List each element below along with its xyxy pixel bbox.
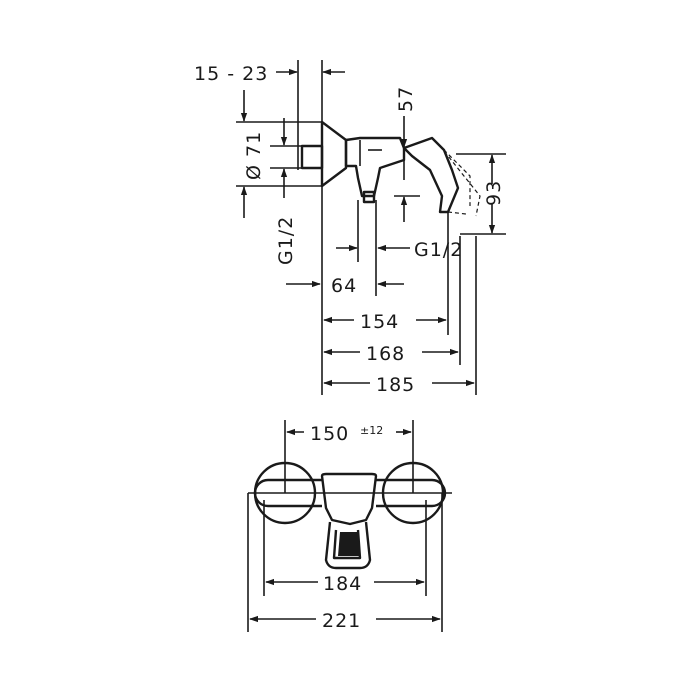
front-view: 150 ±12 184 221	[247, 420, 452, 632]
dim-width-total: 221	[322, 610, 361, 632]
dim-width-inner: 184	[323, 573, 362, 595]
dim-thread-right: G1/2	[414, 239, 463, 261]
side-view: 15 - 23 Ø 71 G1/2 57 93 G1/2 6	[194, 60, 506, 396]
dim-connection-diameter: Ø 71	[243, 131, 265, 180]
dim-length-total: 185	[376, 374, 415, 396]
dim-length-mid: 168	[366, 343, 405, 365]
dim-thread-left: G1/2	[275, 216, 297, 265]
dim-outlet-distance: 64	[331, 275, 357, 297]
dim-center-tolerance: ±12	[360, 424, 383, 437]
dim-length-short: 154	[360, 311, 399, 333]
dim-center-distance: 150	[310, 423, 349, 445]
dim-lever-height: 93	[483, 180, 505, 206]
dim-lever-offset: 57	[395, 86, 417, 112]
dim-wall-depth: 15 - 23	[194, 63, 268, 85]
